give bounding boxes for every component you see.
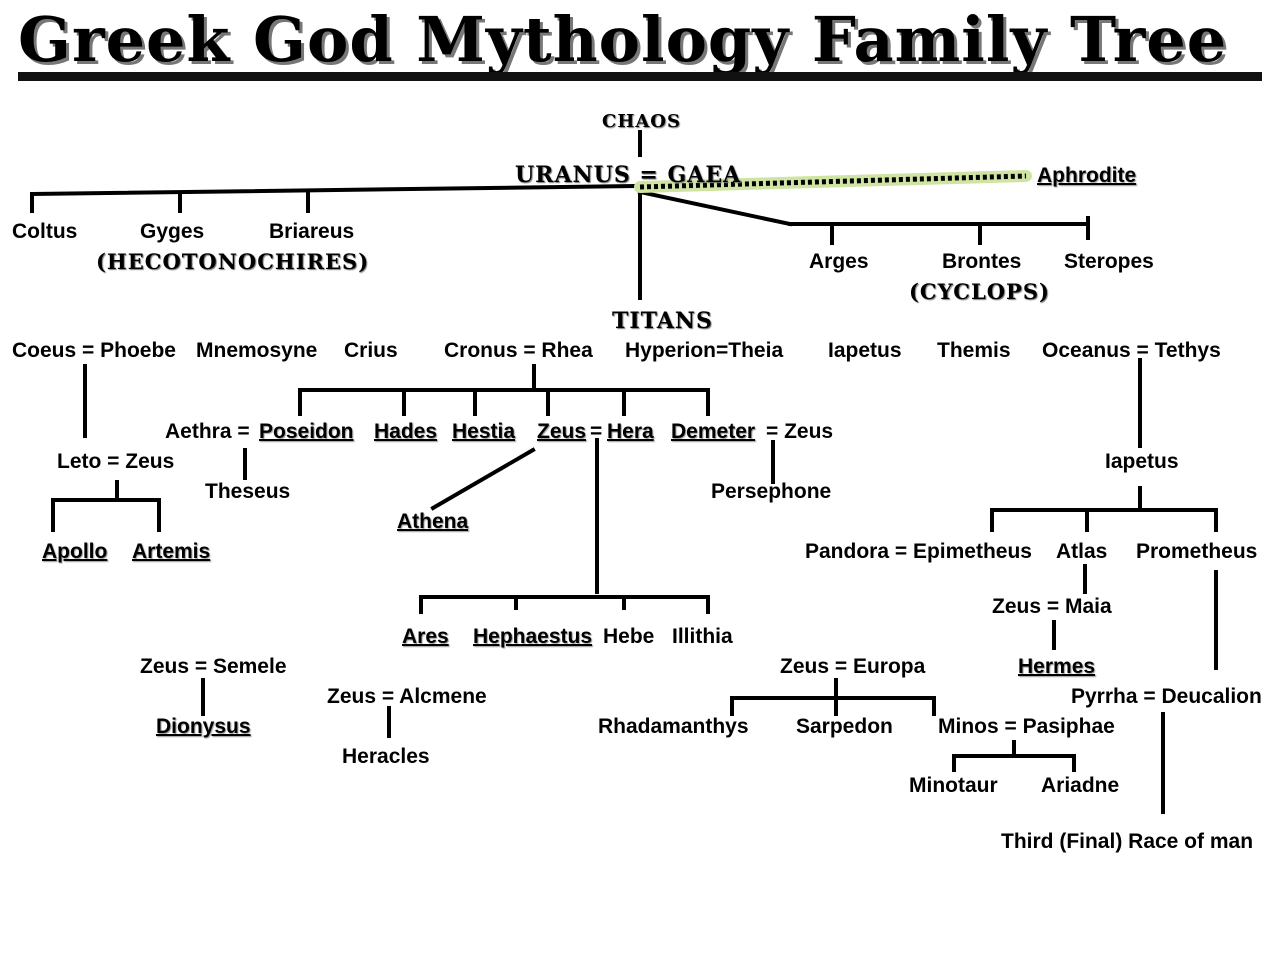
node-aphrodite: Aphrodite [1037, 164, 1137, 187]
node-heracles: Heracles [342, 745, 430, 768]
node-zeus-alcmene: Zeus = Alcmene [327, 685, 487, 708]
node-zeus-hera-eq: = [590, 420, 603, 443]
node-poseidon: Poseidon [259, 420, 354, 443]
node-brontes: Brontes [942, 250, 1022, 273]
node-arges: Arges [809, 250, 869, 273]
node-hera: Hera [607, 420, 654, 443]
title-underline [18, 72, 1262, 81]
node-crius: Crius [344, 339, 398, 362]
node-zeus: Zeus [537, 420, 587, 443]
node-athena: Athena [397, 510, 469, 533]
node-pyrrha-deucalion: Pyrrha = Deucalion [1071, 685, 1262, 708]
node-ariadne: Ariadne [1041, 774, 1120, 797]
node-hermes: Hermes [1018, 655, 1096, 678]
node-hyperion-theia: Hyperion=Theia [625, 339, 784, 362]
line-cyclops-diag [637, 189, 793, 227]
node-prometheus: Prometheus [1136, 540, 1258, 563]
node-iapetus-titan: Iapetus [828, 339, 902, 362]
node-atlas: Atlas [1056, 540, 1108, 563]
node-demeter: Demeter [671, 420, 756, 443]
node-theseus: Theseus [205, 480, 291, 503]
node-chaos: CHAOS [602, 111, 681, 132]
node-artemis: Artemis [132, 540, 211, 563]
node-steropes: Steropes [1064, 250, 1154, 273]
line-to-athena [430, 447, 536, 511]
group-hecatonchires: (HECOTONOCHIRES) [96, 249, 370, 274]
node-apollo: Apollo [42, 540, 108, 563]
node-briareus: Briareus [269, 220, 355, 243]
node-coeus-phoebe: Coeus = Phoebe [12, 339, 176, 362]
node-titans: TITANS [612, 308, 713, 334]
node-demeter-eq-zeus: = Zeus [766, 420, 834, 443]
node-hestia: Hestia [452, 420, 516, 443]
node-coltus: Coltus [12, 220, 78, 243]
node-illithia: Illithia [672, 625, 733, 648]
node-zeus-semele: Zeus = Semele [140, 655, 287, 678]
line-hecatonchires-bar [29, 183, 643, 197]
node-minotaur: Minotaur [909, 774, 998, 797]
node-hades: Hades [374, 420, 438, 443]
node-sarpedon: Sarpedon [796, 715, 893, 738]
node-aethra-eq: Aethra = [165, 420, 250, 443]
page-title: Greek God Mythology Family Tree [18, 3, 1228, 76]
node-zeus-maia: Zeus = Maia [992, 595, 1112, 618]
node-ares: Ares [402, 625, 449, 648]
node-zeus-europa: Zeus = Europa [780, 655, 926, 678]
node-hephaestus: Hephaestus [473, 625, 593, 648]
group-cyclops: (CYCLOPS) [909, 279, 1050, 304]
node-minos-pasiphae: Minos = Pasiphae [938, 715, 1115, 738]
node-themis: Themis [937, 339, 1011, 362]
node-mnemosyne: Mnemosyne [196, 339, 318, 362]
line-aphrodite-dotted [639, 173, 1027, 190]
node-cronus-rhea: Cronus = Rhea [444, 339, 593, 362]
node-hebe: Hebe [603, 625, 655, 648]
node-persephone: Persephone [711, 480, 832, 503]
node-uranus-gaea: URANUS = GAEA [515, 162, 742, 188]
node-iapetus: Iapetus [1105, 450, 1179, 473]
node-gyges: Gyges [140, 220, 205, 243]
node-leto-zeus: Leto = Zeus [57, 450, 175, 473]
node-rhadamanthys: Rhadamanthys [598, 715, 749, 738]
node-dionysus: Dionysus [156, 715, 251, 738]
node-third-race: Third (Final) Race of man [1001, 830, 1254, 853]
node-oceanus-tethys: Oceanus = Tethys [1042, 339, 1221, 362]
node-pandora-epimetheus: Pandora = Epimetheus [805, 540, 1032, 563]
